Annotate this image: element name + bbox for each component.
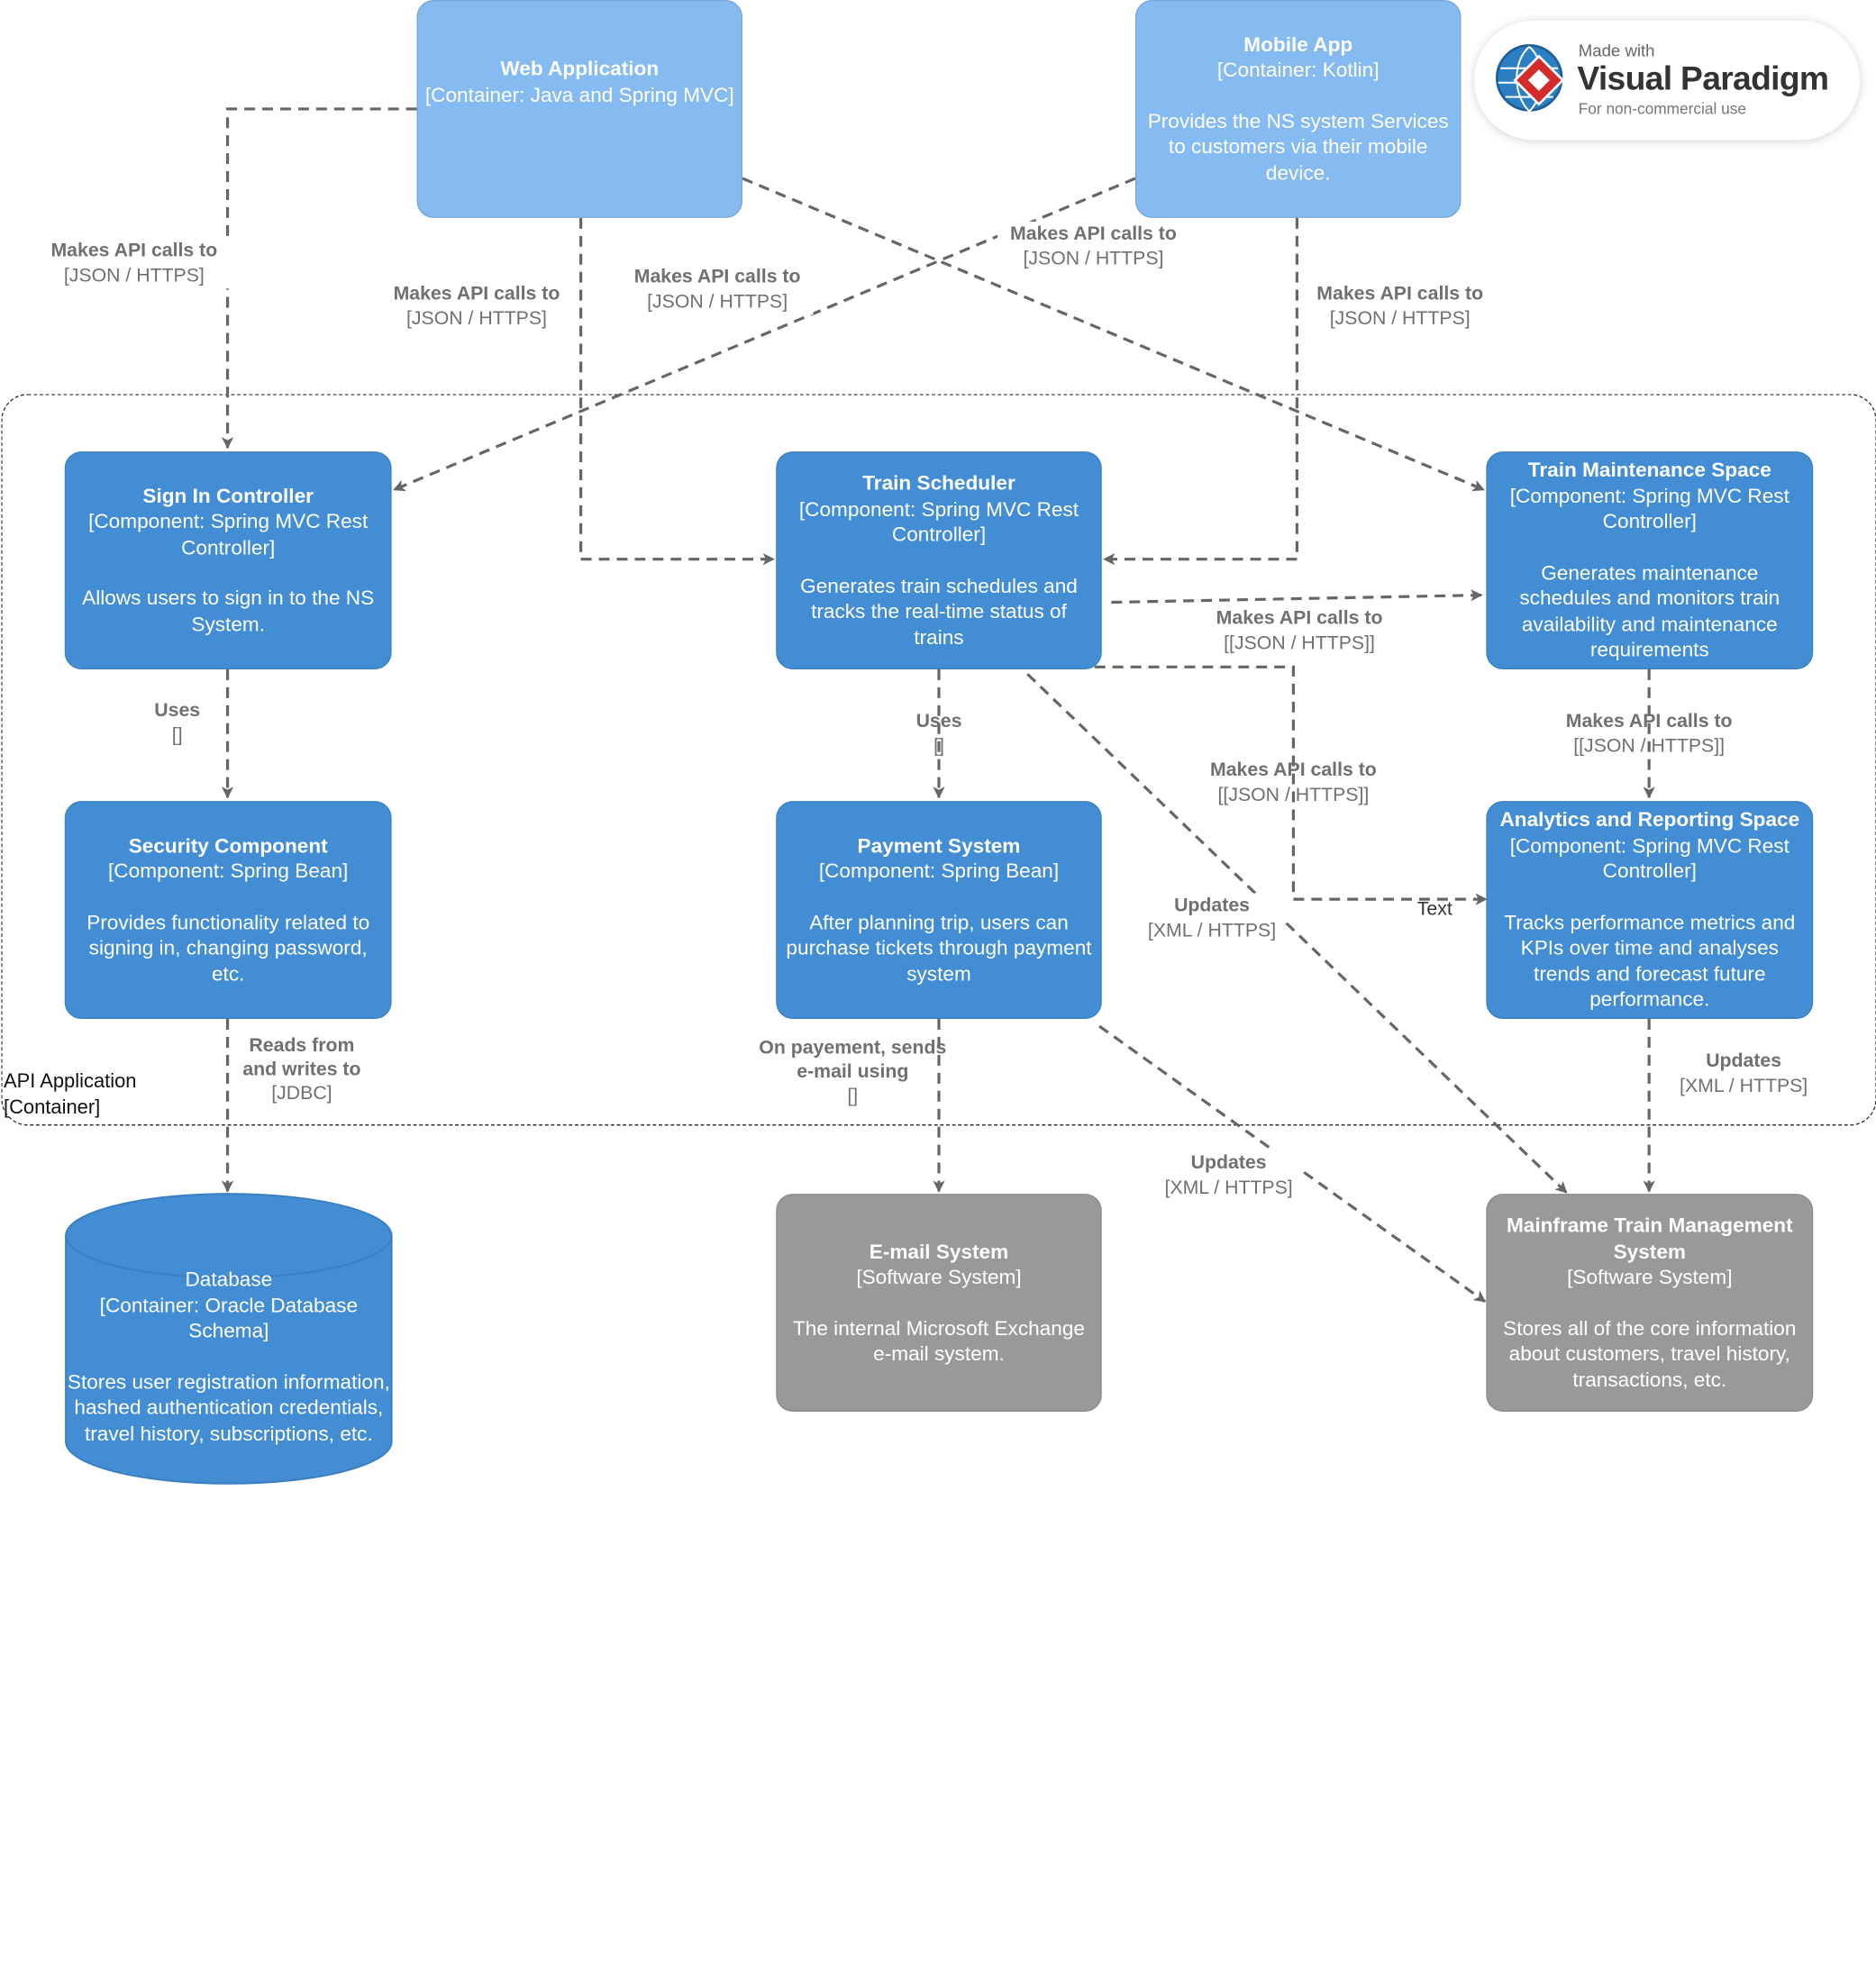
label-web-scheduler: Makes API calls to[JSON / HTTPS]	[380, 281, 573, 332]
analytics-reporting-space-component[interactable]: Analytics and Reporting Space [Component…	[1486, 801, 1814, 1020]
payment-system-description: After planning trip, users can purchase …	[786, 911, 1092, 986]
label-mobile-scheduler: Makes API calls to[JSON / HTTPS]	[1304, 281, 1497, 332]
edge-web-maintenance	[742, 177, 1485, 492]
mobile-app-type: [Container: Kotlin]	[1216, 59, 1380, 82]
label-payment-email: On payement, sends e-mail using[]	[759, 1038, 947, 1107]
edge-scheduler-maintenance	[1111, 589, 1483, 605]
label-security-database: Reads from and writes to[JDBC]	[230, 1034, 374, 1107]
watermark-brand: Visual Paradigm	[1577, 59, 1829, 97]
edge-mobile-scheduler	[1103, 217, 1298, 566]
web-application-type: [Container: Java and Spring MVC]	[424, 83, 734, 106]
email-system-description: The internal Microsoft Exchange e-mail s…	[792, 1316, 1086, 1366]
edge-web-signin	[221, 107, 417, 450]
sign-in-controller-description: Allows users to sign in to the NS System…	[82, 586, 375, 636]
label-analytics-mainframe: Updates[XML / HTTPS]	[1671, 1049, 1816, 1100]
edge-scheduler-analytics	[1094, 665, 1488, 905]
security-component-title: Security Component	[128, 834, 328, 858]
database-container[interactable]: Database [Container: Oracle Database Sch…	[65, 1193, 393, 1485]
train-scheduler-title: Train Scheduler	[862, 471, 1015, 495]
train-maintenance-description: Generates maintenance schedules and moni…	[1519, 561, 1780, 661]
boundary-type: [Container]	[3, 1096, 101, 1119]
sign-in-controller-title: Sign In Controller	[142, 484, 314, 508]
mainframe-type: [Software System]	[1567, 1265, 1733, 1289]
payment-system-component[interactable]: Payment System [Component: Spring Bean] …	[776, 801, 1102, 1020]
mainframe-description: Stores all of the core information about…	[1503, 1316, 1797, 1391]
visual-paradigm-logo-icon	[1496, 44, 1565, 113]
watermark-made-with: Made with	[1578, 41, 1655, 60]
mobile-app-container[interactable]: Mobile App [Container: Kotlin] Provides …	[1134, 0, 1462, 218]
security-component-type: [Component: Spring Bean]	[108, 859, 349, 883]
analytics-reporting-description: Tracks performance metrics and KPIs over…	[1504, 911, 1796, 1012]
label-scheduler-maintenance: Makes API calls to[[JSON / HTTPS]]	[1203, 605, 1396, 657]
boundary-label: API Application [Container]	[4, 1068, 137, 1121]
mainframe-title: Mainframe Train Management System	[1506, 1214, 1793, 1263]
analytics-reporting-title: Analytics and Reporting Space	[1499, 808, 1800, 832]
email-system[interactable]: E-mail System [Software System] The inte…	[776, 1194, 1102, 1412]
train-scheduler-type: [Component: Spring MVC Rest Controller]	[798, 497, 1079, 547]
security-component-description: Provides functionality related to signin…	[87, 911, 370, 986]
web-application-title: Web Application	[500, 57, 660, 81]
email-system-title: E-mail System	[869, 1240, 1009, 1263]
label-signin-security: Uses[]	[141, 697, 214, 749]
database-type: [Container: Oracle Database Schema]	[99, 1294, 359, 1342]
watermark-note: For non-commercial use	[1578, 99, 1747, 118]
connectors	[221, 107, 1655, 1304]
label-maintenance-analytics: Makes API calls to[[JSON / HTTPS]]	[1565, 711, 1733, 757]
database-description: Stores user registration information, ha…	[67, 1370, 390, 1445]
label-payment-mainframe: Updates[XML / HTTPS]	[1156, 1150, 1301, 1202]
train-maintenance-type: [Component: Spring MVC Rest Controller]	[1509, 484, 1789, 533]
label-mobile-signin: Makes API calls to[JSON / HTTPS]	[621, 264, 814, 315]
label-web-signin: Makes API calls to[JSON / HTTPS]	[38, 238, 231, 289]
label-scheduler-payment: Uses[]	[915, 711, 962, 757]
label-scheduler-analytics: Makes API calls to[[JSON / HTTPS]]	[1210, 759, 1377, 806]
email-system-type: [Software System]	[856, 1265, 1022, 1289]
analytics-reporting-type: [Component: Spring MVC Rest Controller]	[1509, 834, 1789, 883]
train-maintenance-space-component[interactable]: Train Maintenance Space [Component: Spri…	[1486, 451, 1814, 669]
label-scheduler-mainframe: Updates[XML / HTTPS]	[1140, 893, 1284, 944]
sign-in-controller-component[interactable]: Sign In Controller [Component: Spring MV…	[64, 451, 392, 669]
edge-web-scheduler	[579, 217, 775, 566]
payment-system-type: [Component: Spring Bean]	[818, 859, 1060, 883]
web-application-container[interactable]: Web Application [Container: Java and Spr…	[416, 0, 743, 218]
train-maintenance-title: Train Maintenance Space	[1527, 459, 1771, 482]
sign-in-controller-type: [Component: Spring MVC Rest Controller]	[88, 510, 369, 559]
payment-system-title: Payment System	[857, 834, 1021, 858]
train-scheduler-component[interactable]: Train Scheduler [Component: Spring MVC R…	[776, 451, 1102, 669]
mobile-app-description: Provides the NS system Services to custo…	[1147, 109, 1449, 185]
train-scheduler-description: Generates train schedules and tracks the…	[800, 574, 1078, 649]
stray-text-label: Text	[1416, 899, 1453, 920]
mobile-app-title: Mobile App	[1243, 32, 1353, 57]
visual-paradigm-watermark: Made with Visual Paradigm For non-commer…	[1474, 20, 1861, 141]
database-cylinder-icon	[65, 1193, 393, 1485]
database-title: Database	[185, 1268, 273, 1291]
boundary-name: API Application	[3, 1070, 137, 1093]
security-component[interactable]: Security Component [Component: Spring Be…	[64, 801, 392, 1020]
mainframe-train-management-system[interactable]: Mainframe Train Management System [Softw…	[1486, 1194, 1814, 1412]
label-web-maintenance: Makes API calls to[JSON / HTTPS]	[997, 221, 1189, 272]
